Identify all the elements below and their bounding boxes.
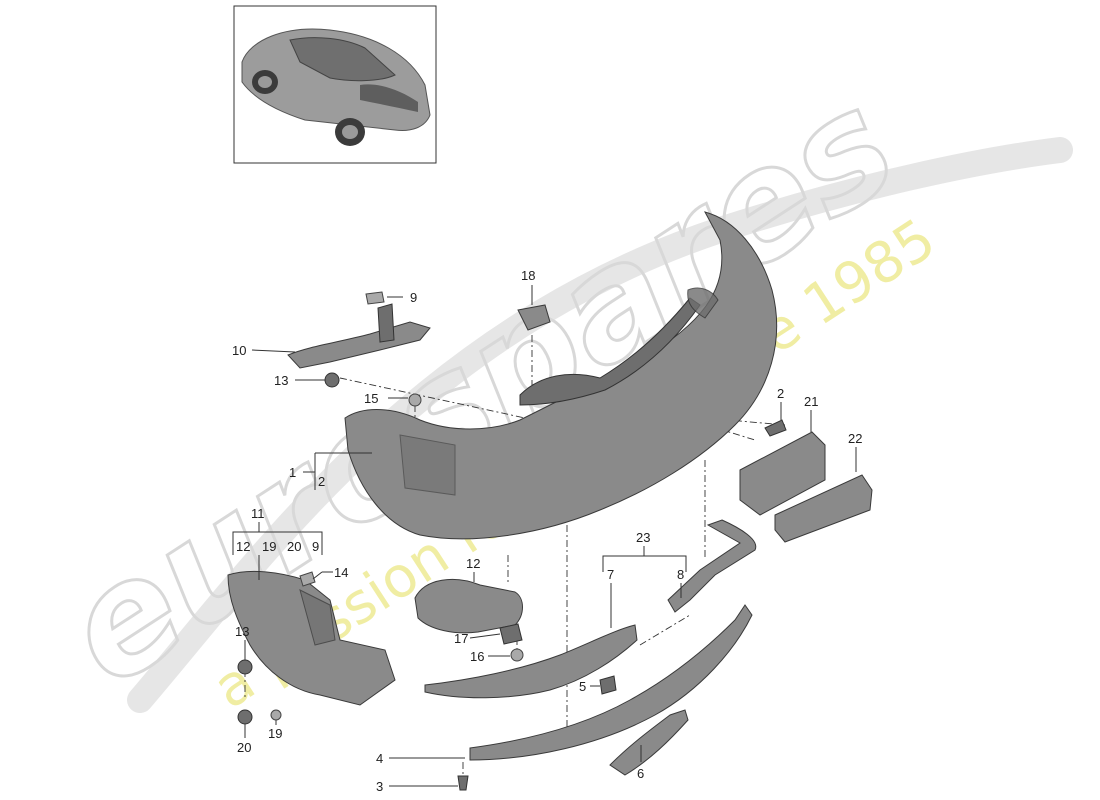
part-13-nut-bottom: [237, 659, 253, 675]
callout-8: 8: [677, 567, 684, 582]
part-18-cap: [517, 304, 551, 331]
callout-13-top: 13: [274, 373, 288, 388]
callout-9-left: 9: [312, 539, 319, 554]
callout-19-top: 19: [262, 539, 276, 554]
part-5-clip: [599, 675, 617, 695]
leader-lines: [232, 285, 857, 787]
part-3-screw: [457, 775, 469, 791]
callout-23: 23: [636, 530, 650, 545]
part-22-plate: [774, 474, 873, 543]
callout-15: 15: [364, 391, 378, 406]
callout-2-left: 2: [318, 474, 325, 489]
callout-12-left: 12: [236, 539, 250, 554]
callout-11: 11: [251, 506, 265, 521]
bumper-cover-part: [344, 211, 778, 540]
callout-10: 10: [232, 343, 246, 358]
part-20-nut: [237, 709, 253, 725]
callout-3: 3: [376, 779, 383, 794]
callout-13-bottom: 13: [235, 624, 249, 639]
callout-16: 16: [470, 649, 484, 664]
callout-20-bottom: 20: [237, 740, 251, 755]
callout-4: 4: [376, 751, 383, 766]
part-7-trim: [424, 624, 638, 699]
part-6-trim: [609, 709, 689, 776]
callout-7: 7: [607, 567, 614, 582]
part-15-clip: [408, 393, 422, 407]
part-21-plate: [739, 431, 826, 516]
callout-19-bottom: 19: [268, 726, 282, 741]
callout-22: 22: [848, 431, 862, 446]
part-4-diffuser: [469, 604, 753, 761]
callout-20-top: 20: [287, 539, 301, 554]
callout-21: 21: [804, 394, 818, 409]
callout-17: 17: [454, 631, 468, 646]
part-11-liner: [227, 570, 396, 706]
car-icon: [241, 28, 431, 146]
part-19-washer: [270, 709, 282, 721]
part-14-clip: [299, 571, 316, 587]
part-8-strip: [667, 519, 757, 613]
callout-18: 18: [521, 268, 535, 283]
car-thumbnail: [233, 5, 437, 164]
part-2-screw: [764, 419, 787, 437]
part-9-clip-top: [365, 291, 385, 305]
part-13-nut-top: [324, 372, 340, 388]
callout-labels: 9 10 13 15 18 2 21 22 1 2 11 12 19 20 9 …: [232, 268, 862, 794]
callout-1: 1: [289, 465, 296, 480]
part-12-bracket: [414, 578, 523, 634]
callout-9-top: 9: [410, 290, 417, 305]
callout-12-mid: 12: [466, 556, 480, 571]
callout-6: 6: [637, 766, 644, 781]
callout-5: 5: [579, 679, 586, 694]
part-16-grommet: [510, 648, 524, 662]
callout-14: 14: [334, 565, 348, 580]
callout-2-right: 2: [777, 386, 784, 401]
part-17-connector: [499, 623, 523, 645]
part-10-bracket: [287, 303, 431, 369]
